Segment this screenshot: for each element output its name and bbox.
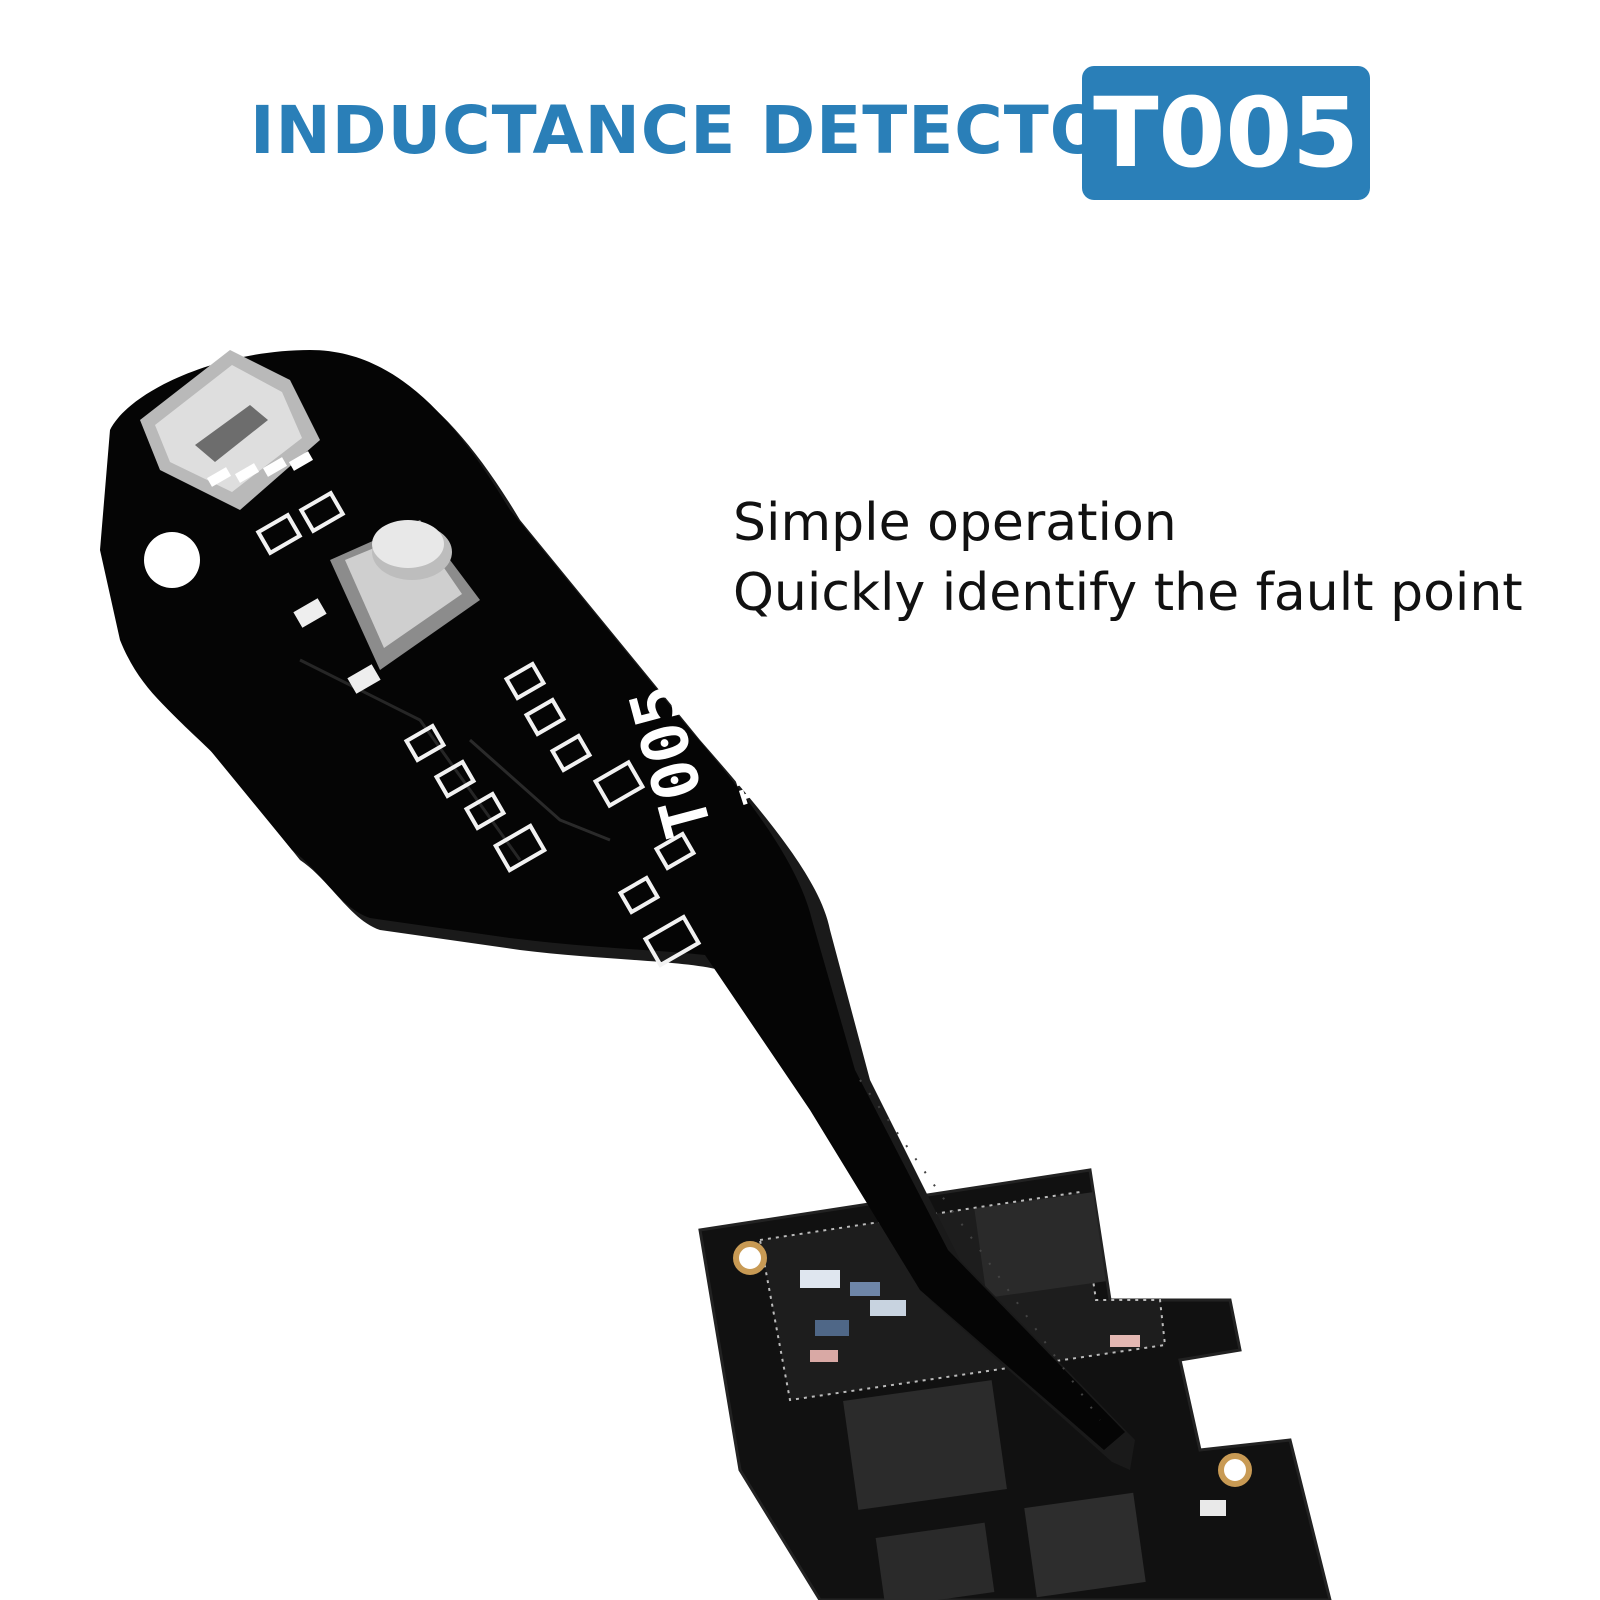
push-button: [293, 520, 480, 694]
smd-components: [255, 490, 702, 968]
feature-list: Simple operation Quickly identify the fa…: [733, 488, 1523, 628]
feature-item: Quickly identify the fault point: [733, 563, 1523, 623]
lanyard-hole: [144, 532, 200, 588]
model-badge: T005: [1082, 66, 1370, 200]
feature-item: Simple operation: [733, 493, 1177, 553]
logic-board: [698, 1168, 1332, 1600]
header: INDUCTANCE DETECTOR T005: [0, 66, 1600, 200]
page-title: INDUCTANCE DETECTOR: [250, 92, 1159, 169]
usb-c-port: [140, 350, 320, 510]
